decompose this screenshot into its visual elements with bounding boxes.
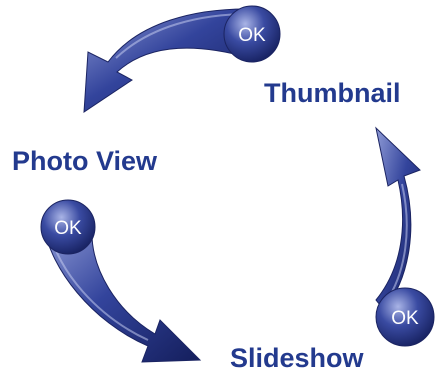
transition-arrow-photo-view-to-slideshow: OK	[41, 200, 200, 362]
ok-button-label: OK	[238, 25, 266, 46]
ok-button[interactable]: OK	[376, 288, 434, 346]
node-label-thumbnail: Thumbnail	[264, 80, 401, 107]
node-label-slideshow: Slideshow	[230, 345, 364, 372]
ok-button-label: OK	[54, 218, 82, 239]
transition-arrow-thumbnail-to-photo-view: OK	[84, 6, 280, 112]
node-label-photo-view: Photo View	[12, 148, 157, 175]
curved-arrow-icon	[376, 128, 420, 310]
ok-button[interactable]: OK	[224, 6, 280, 62]
transition-arrow-slideshow-to-thumbnail: OK	[376, 128, 434, 346]
ok-button[interactable]: OK	[41, 200, 95, 254]
ok-button-label: OK	[391, 308, 419, 329]
